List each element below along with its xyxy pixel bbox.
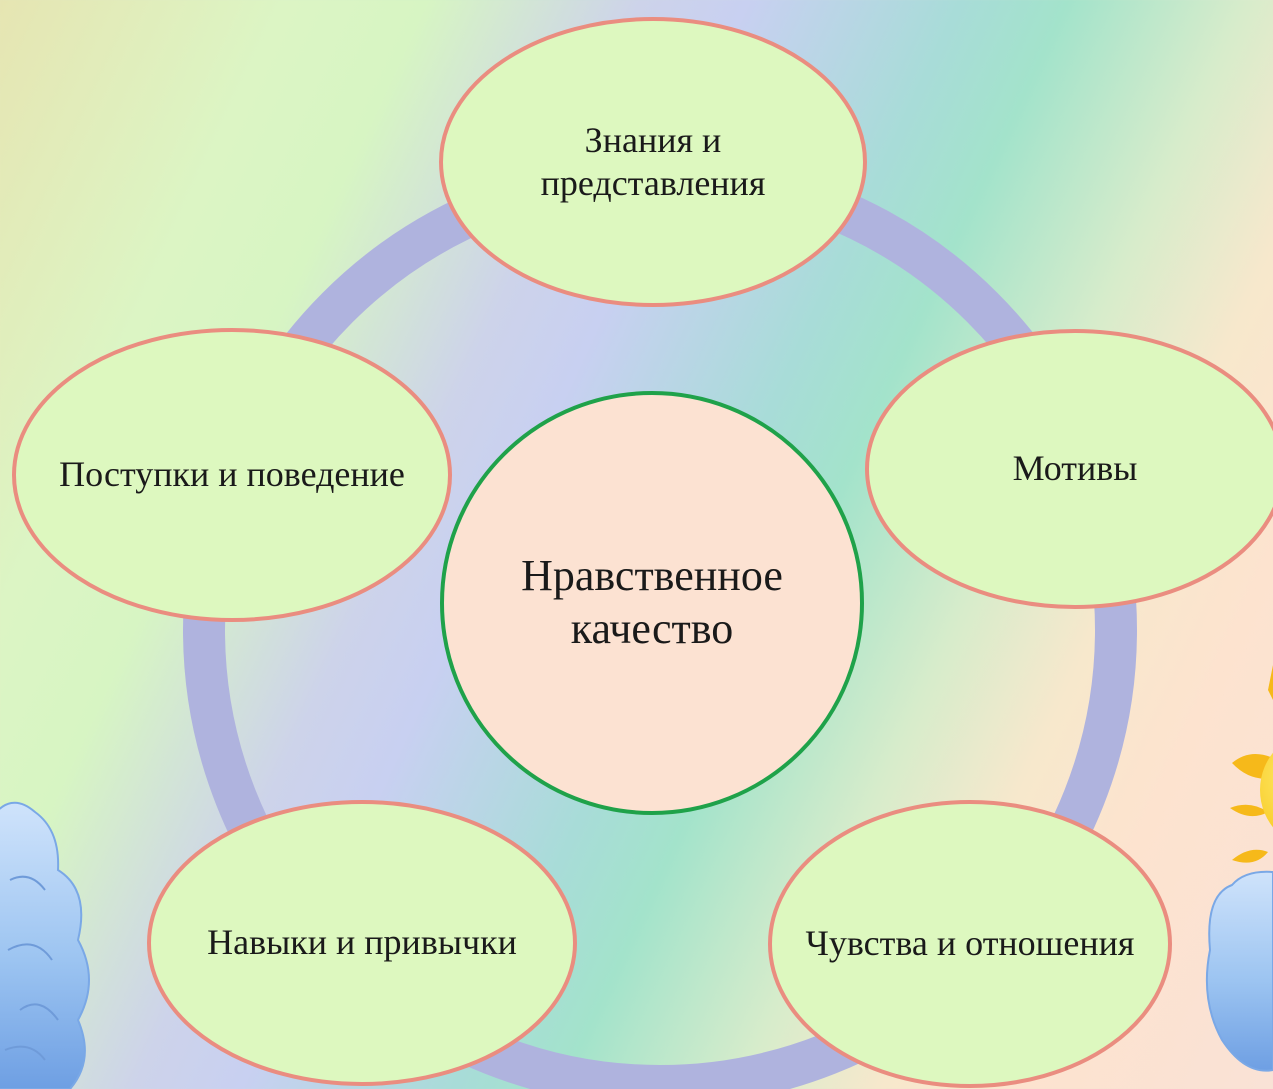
cloud-icon xyxy=(1205,870,1273,1072)
center-line2: качество xyxy=(570,604,734,653)
center-line1: Нравственное xyxy=(521,551,783,601)
node-top-line1: Знания и xyxy=(584,119,722,160)
node-ellipse-top xyxy=(439,17,867,307)
node-top-line2: представления xyxy=(540,163,766,203)
node-top-label: Знания и представления xyxy=(453,92,853,232)
node-left-label: Поступки и поведение xyxy=(59,454,405,495)
node-bottom-left-label: Навыки и привычки xyxy=(207,922,517,963)
sun-icon xyxy=(1230,665,1273,863)
node-ellipse-left xyxy=(12,328,452,622)
center-label: Нравственное качество xyxy=(452,538,852,668)
node-bottom-right-label: Чувства и отношения xyxy=(805,923,1135,964)
center-circle xyxy=(440,391,864,815)
node-right-label: Мотивы xyxy=(1012,448,1138,489)
cloud-icon xyxy=(0,801,90,1089)
node-ellipse-right xyxy=(865,329,1273,609)
node-ellipse-bottom-right xyxy=(768,800,1172,1088)
node-ellipse-bottom-left xyxy=(147,800,577,1086)
